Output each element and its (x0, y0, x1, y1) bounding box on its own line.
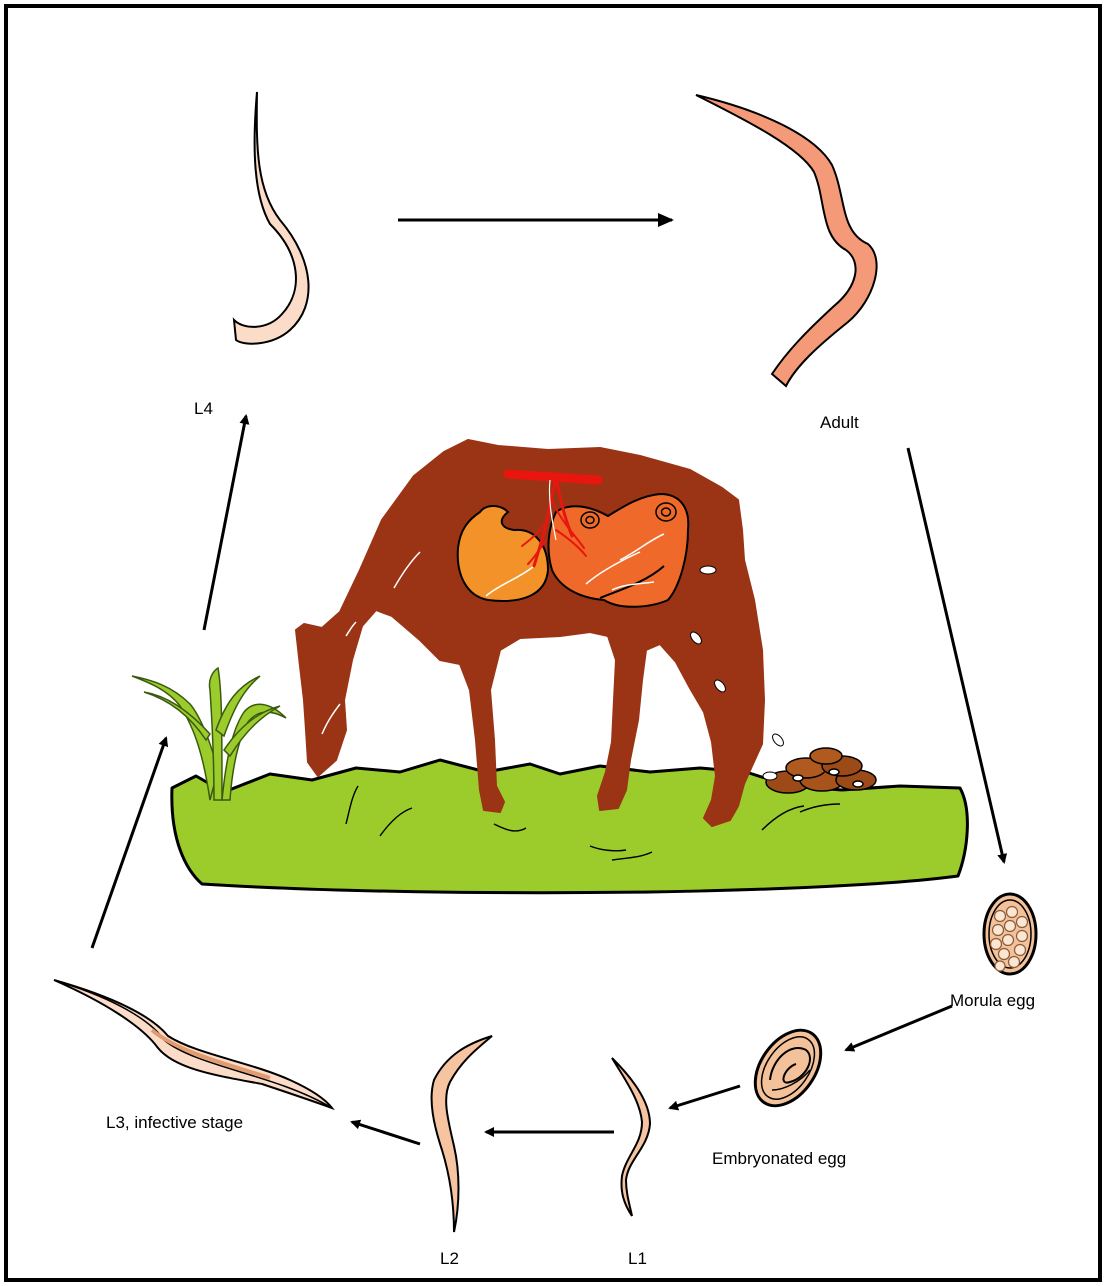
label-l1: L1 (628, 1250, 647, 1267)
label-morula-egg: Morula egg (950, 992, 1035, 1009)
figure-border (6, 6, 1100, 1280)
label-l4: L4 (194, 400, 213, 417)
dung-pile (766, 748, 876, 793)
arrow-morula-to-embryonated (846, 1006, 952, 1050)
label-l3-infective-stage: L3, infective stage (106, 1114, 243, 1131)
adult-worm (696, 95, 877, 386)
l3-larva (54, 980, 332, 1108)
label-adult: Adult (820, 414, 859, 431)
arrow-l3-to-grass (92, 738, 166, 948)
l1-larva (612, 1058, 650, 1216)
cycle-arrows (92, 220, 1004, 1144)
arrow-grass-to-l4 (204, 416, 246, 630)
l2-larva (432, 1036, 492, 1232)
label-l2: L2 (440, 1250, 459, 1267)
arrow-embryonated-to-l1 (670, 1086, 740, 1108)
l4-worm (234, 92, 309, 344)
arrow-l2-to-l3 (352, 1122, 420, 1144)
morula-egg (984, 894, 1036, 974)
embryonated-egg (742, 1018, 834, 1118)
label-embryonated-egg: Embryonated egg (712, 1150, 846, 1167)
